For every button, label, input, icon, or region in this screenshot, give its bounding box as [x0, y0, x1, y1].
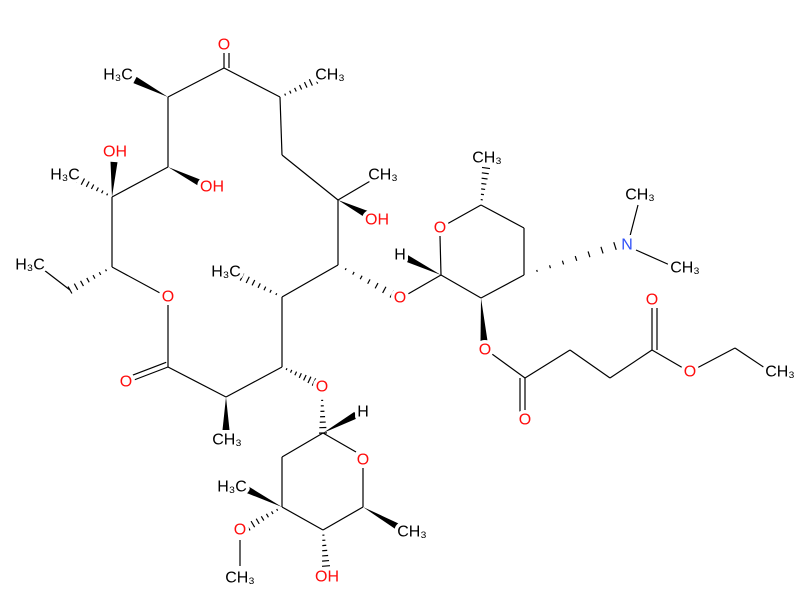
atom-label-o: OH — [365, 212, 389, 229]
atom-label-c: CH₃ — [212, 432, 242, 449]
hash-bond — [67, 269, 108, 294]
hash-bond — [245, 508, 279, 531]
atom-label-h: H — [357, 404, 369, 421]
double-bond — [651, 308, 658, 350]
single-bond — [651, 349, 684, 369]
atom-label-c: H₃C — [15, 257, 45, 274]
single-bond — [281, 264, 339, 298]
single-bond — [609, 349, 653, 379]
single-bond — [279, 96, 283, 156]
single-bond — [337, 179, 373, 201]
atom-label-o: O — [162, 289, 174, 306]
hash-bond — [480, 166, 491, 201]
single-bond — [491, 353, 526, 379]
single-bond — [407, 274, 442, 295]
single-bond — [480, 204, 525, 229]
atom-label-o: O — [479, 342, 491, 359]
wedge-bond — [363, 507, 402, 532]
single-bond — [446, 204, 482, 225]
wedge-bond — [133, 76, 168, 97]
double-bond — [132, 361, 169, 381]
hash-bond — [284, 76, 319, 96]
atom-label-o: OH — [315, 569, 339, 586]
atom-label-o: O — [357, 452, 369, 469]
wedge-bond — [110, 161, 118, 197]
atom-label-o: OH — [200, 179, 224, 196]
single-bond — [281, 432, 324, 458]
single-bond — [629, 204, 639, 237]
atom-label-c: H₃C — [217, 479, 247, 496]
single-bond — [569, 349, 611, 379]
single-bond — [440, 274, 482, 299]
atom-label-o: O — [519, 412, 531, 429]
atom-label-n: N — [621, 237, 633, 254]
single-bond — [480, 274, 525, 299]
atom-label-c: CH₃ — [315, 67, 345, 84]
atom-label-o: O — [218, 37, 230, 54]
single-bond — [635, 249, 673, 267]
atom-label-h: H — [394, 247, 406, 264]
wedge-bond — [480, 298, 488, 342]
single-bond — [696, 347, 736, 369]
single-bond — [225, 366, 283, 398]
wedge-bond — [222, 397, 230, 430]
atom-label-c: H₃C — [211, 264, 241, 281]
single-bond — [281, 506, 324, 531]
hash-bond — [318, 399, 328, 434]
double-bond — [519, 378, 526, 412]
atom-label-o: O — [394, 290, 406, 307]
wedge-bond — [404, 254, 441, 275]
single-bond — [111, 166, 169, 198]
single-bond — [111, 266, 161, 294]
single-bond — [322, 506, 364, 531]
atom-label-o: O — [120, 374, 132, 391]
single-bond — [524, 349, 571, 379]
hash-bond — [285, 367, 317, 386]
single-bond — [322, 432, 357, 453]
single-bond — [223, 67, 281, 98]
atom-label-o: O — [316, 379, 328, 396]
atom-label-c: CH₃ — [670, 260, 700, 277]
single-bond — [43, 269, 71, 291]
atom-label-c: CH₃ — [397, 524, 427, 541]
single-bond — [439, 235, 442, 276]
single-bond — [734, 347, 769, 371]
atom-label-c: CH₃ — [765, 364, 795, 381]
atom-label-c: CH₃ — [225, 570, 255, 587]
wedge-bond — [168, 167, 204, 188]
hash-bond — [75, 175, 109, 196]
single-bond — [167, 366, 227, 398]
atom-label-c: H₃C — [103, 67, 133, 84]
bonds — [43, 53, 769, 567]
atom-label-o: O — [684, 364, 696, 381]
atom-label-c: CH₃ — [368, 167, 398, 184]
wedge-bond — [323, 411, 358, 433]
atom-label-o: O — [234, 522, 246, 539]
atom-label-c: H₃C — [50, 167, 80, 184]
atom-label-o: OH — [103, 144, 127, 161]
atom-label-c: CH₃ — [472, 150, 502, 167]
double-bond — [223, 53, 230, 68]
single-bond — [167, 67, 225, 98]
hash-bond — [344, 267, 395, 298]
hash-bond — [239, 273, 278, 296]
single-bond — [281, 154, 339, 201]
wedge-bond — [338, 200, 368, 218]
atom-label-o: O — [434, 220, 446, 237]
atom-label-o: O — [646, 292, 658, 309]
atom-label-c: CH₃ — [625, 187, 655, 204]
hash-bond — [536, 242, 617, 272]
hash-bond — [321, 534, 331, 567]
wedge-bond — [244, 485, 282, 507]
